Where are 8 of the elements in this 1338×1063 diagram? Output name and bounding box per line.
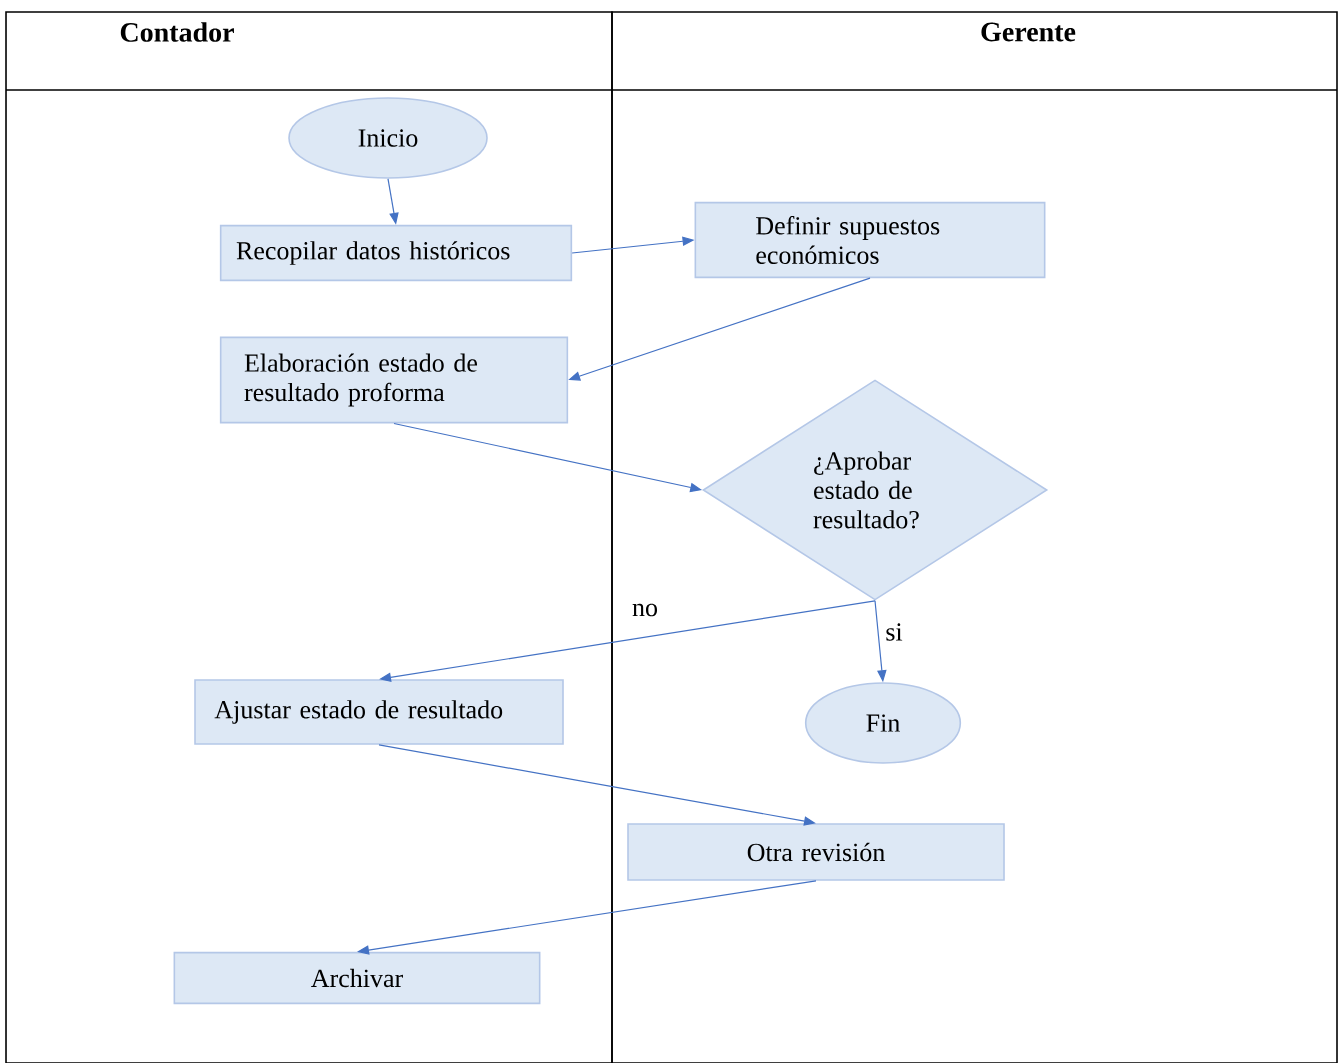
process-box: Elaboración estado de resultado proforma bbox=[219, 336, 569, 424]
process-box: Recopilar datos históricos bbox=[219, 224, 573, 282]
edge-label: si bbox=[884, 621, 904, 643]
process-box: Otra revisión bbox=[627, 823, 1005, 881]
edge-label: no bbox=[630, 602, 660, 618]
process-box: Archivar bbox=[173, 951, 541, 1005]
process-box: Ajustar estado de resultado bbox=[194, 679, 564, 745]
process-box: Definir supuestos económicos bbox=[694, 201, 1046, 279]
